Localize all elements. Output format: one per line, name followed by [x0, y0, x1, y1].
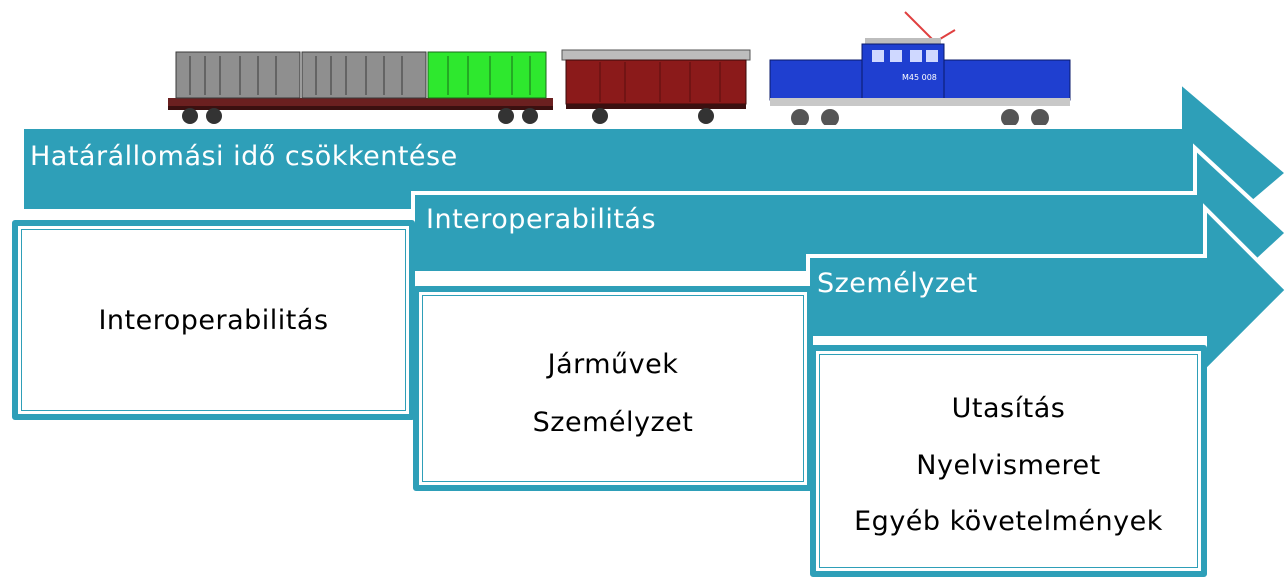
container-flat-wagon [168, 51, 553, 124]
detail-box-2: Járművek Személyzet [413, 286, 813, 491]
arrow-1-label: Határállomási idő csökkentése [30, 141, 458, 172]
box-2-item: Személyzet [532, 407, 694, 438]
detail-box-3: Utasítás Nyelvismeret Egyéb követelménye… [810, 345, 1207, 577]
box-1-item: Interoperabilitás [98, 304, 329, 336]
box-3-item: Nyelvismeret [916, 449, 1101, 481]
arrow-3-label: Személyzet [817, 268, 978, 299]
svg-text:M45 008: M45 008 [902, 73, 937, 82]
box-3-item: Egyéb követelmények [854, 506, 1163, 538]
detail-box-1: Interoperabilitás [12, 220, 415, 420]
freight-train-icon: M45 008 [158, 11, 1071, 128]
box-2-item: Járművek [547, 349, 679, 380]
box-3-item: Utasítás [951, 392, 1066, 424]
arrow-3 [806, 203, 1287, 377]
arrow-2-label: Interoperabilitás [426, 204, 657, 235]
locomotive: M45 008 [769, 11, 1071, 127]
covered-goods-wagon [561, 49, 751, 124]
